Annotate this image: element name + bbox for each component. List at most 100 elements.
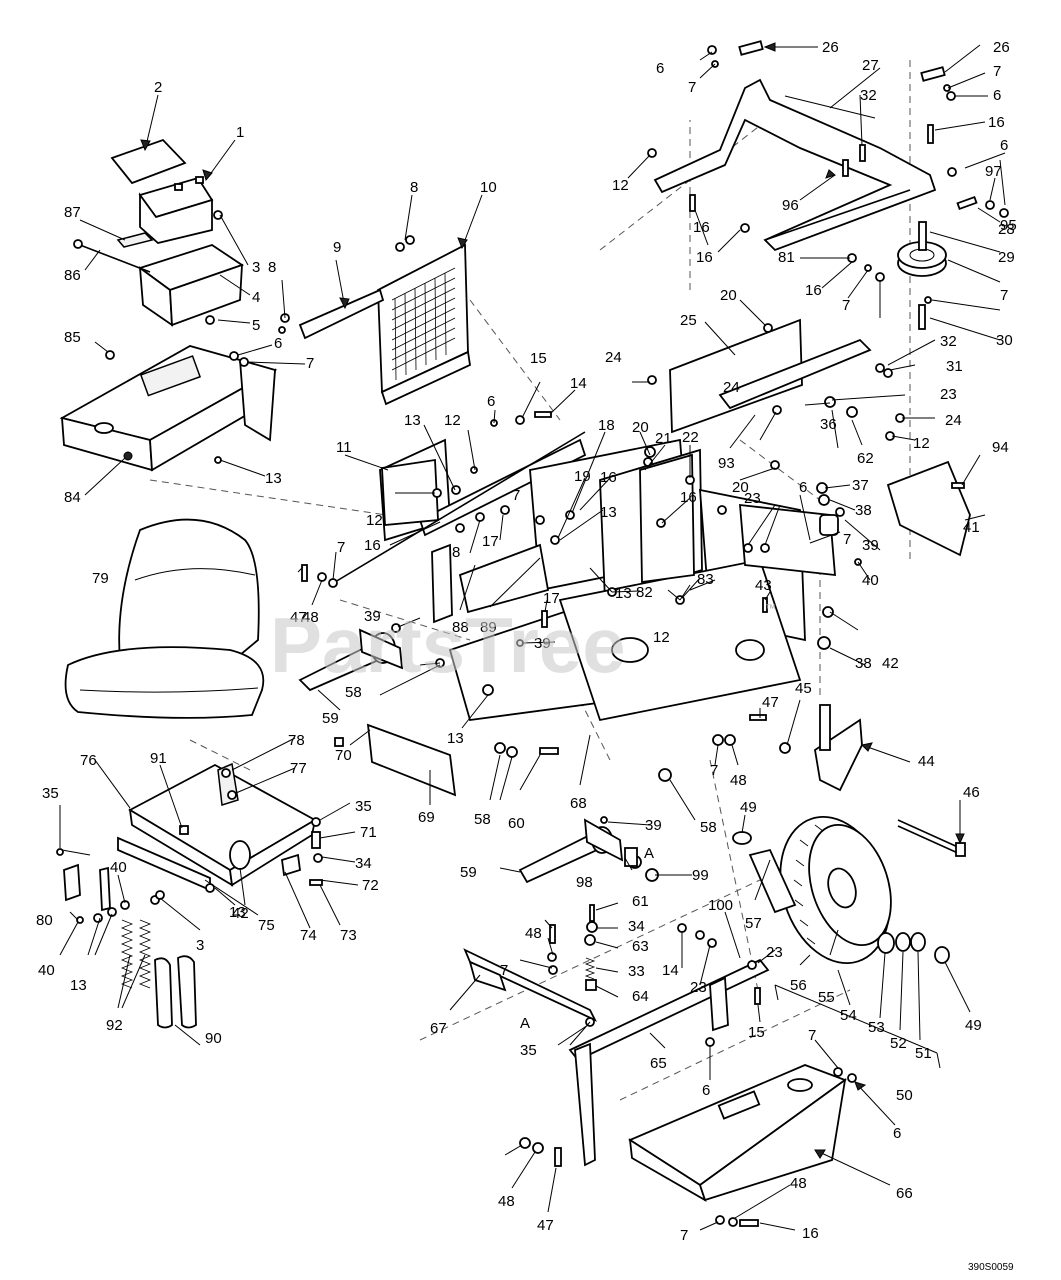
callout: 23 — [766, 944, 783, 961]
bracket-88b — [431, 543, 453, 624]
bracket-31 — [718, 338, 872, 410]
callout: 40 — [110, 859, 127, 876]
callout: 35 — [355, 798, 372, 815]
callout: 34 — [628, 918, 645, 935]
callout: 68 — [570, 795, 587, 812]
callout: 81 — [778, 249, 795, 266]
callout: 25 — [680, 312, 697, 329]
callout: 39 — [534, 635, 551, 652]
seat-plate-76 — [128, 762, 317, 887]
callout: 38 — [855, 655, 872, 672]
callout: 83 — [697, 571, 714, 588]
callout: 27 — [862, 57, 879, 74]
callout: 85 — [64, 329, 81, 346]
callout: 7 — [843, 531, 851, 548]
callout: 7 — [680, 1227, 688, 1244]
callout: 59 — [322, 710, 339, 727]
callout: 23 — [690, 979, 707, 996]
bracket-44 — [814, 718, 863, 792]
callout: 52 — [890, 1035, 907, 1052]
callout: 86 — [64, 267, 81, 284]
callout: 37 — [852, 477, 869, 494]
callout: 100 — [708, 897, 733, 914]
callout: 6 — [274, 335, 282, 352]
panel-9 — [298, 288, 385, 340]
callout: 73 — [340, 927, 357, 944]
callout: 65 — [650, 1055, 667, 1072]
callout: 16 — [988, 114, 1005, 131]
callout: 1 — [236, 124, 244, 141]
axle-drop — [574, 1042, 596, 1167]
callout: 72 — [362, 877, 379, 894]
callout: 42 — [882, 655, 899, 672]
callout: 22 — [682, 429, 699, 446]
callout: 92 — [106, 1017, 123, 1034]
callout: 91 — [150, 750, 167, 767]
callout: 99 — [692, 867, 709, 884]
callout: 7 — [1000, 287, 1008, 304]
arrowheads — [140, 42, 965, 1159]
callout: 63 — [632, 938, 649, 955]
callout: 95 — [1000, 217, 1017, 234]
callout: 13 — [265, 470, 282, 487]
callout: 46 — [963, 784, 980, 801]
callout: 24 — [723, 379, 740, 396]
callout: 8 — [268, 259, 276, 276]
callout: 75 — [258, 917, 275, 934]
callout: 6 — [799, 479, 807, 496]
callout: 39 — [364, 608, 381, 625]
callout: 40 — [38, 962, 55, 979]
callout: 4 — [252, 289, 260, 306]
bracket-80 — [63, 863, 81, 902]
callout: 50 — [896, 1087, 913, 1104]
callout: 13 — [70, 977, 87, 994]
callout: 14 — [662, 962, 679, 979]
callout: 24 — [945, 412, 962, 429]
callout: 51 — [915, 1045, 932, 1062]
callout: 11 — [336, 439, 352, 456]
callout: 69 — [418, 809, 435, 826]
callout: 34 — [355, 855, 372, 872]
watermark-logo: PartsTree — [270, 601, 626, 689]
plate-25 — [669, 318, 803, 434]
callout: 79 — [92, 570, 109, 587]
callout: 5 — [252, 317, 260, 334]
bushing-51 — [910, 932, 926, 952]
callout: 82 — [636, 584, 653, 601]
callout: 84 — [64, 489, 81, 506]
callout: 15 — [748, 1024, 765, 1041]
callout: 78 — [288, 732, 305, 749]
callout: 96 — [782, 197, 799, 214]
bushing-49a — [732, 831, 752, 845]
hold-down-rod — [79, 244, 151, 273]
callout: 6 — [893, 1125, 901, 1142]
callout: 43 — [755, 577, 772, 594]
callout: 53 — [868, 1019, 885, 1036]
callout: 48 — [525, 925, 542, 942]
callout: 6 — [1000, 137, 1008, 154]
callout: 7 — [500, 962, 508, 979]
bracket-line-50 — [774, 984, 938, 1054]
leader-lines — [59, 44, 1006, 1231]
callout: 44 — [918, 753, 935, 770]
callout: 18 — [598, 417, 615, 434]
callout: 16 — [600, 469, 617, 486]
callout: 15 — [530, 350, 547, 367]
callout: 47 — [537, 1217, 554, 1234]
callout: 98 — [576, 874, 593, 891]
cross-shaft-upper — [298, 628, 404, 692]
callout: 62 — [857, 450, 874, 467]
front-cover-66 — [628, 1064, 847, 1202]
battery-tray-group — [73, 138, 245, 327]
callout: 3 — [196, 937, 204, 954]
callout: 9 — [333, 239, 341, 256]
callout: 64 — [632, 988, 649, 1005]
callout: 80 — [36, 912, 53, 929]
callout: 3 — [252, 259, 260, 276]
callout: 16 — [805, 282, 822, 299]
callout: 13 — [404, 412, 421, 429]
callout: 94 — [992, 439, 1009, 456]
callout-labels: 1 2 3 3 4 5 6 6 6 6 6 6 6 6 7 7 7 7 7 7 … — [36, 39, 1017, 1244]
